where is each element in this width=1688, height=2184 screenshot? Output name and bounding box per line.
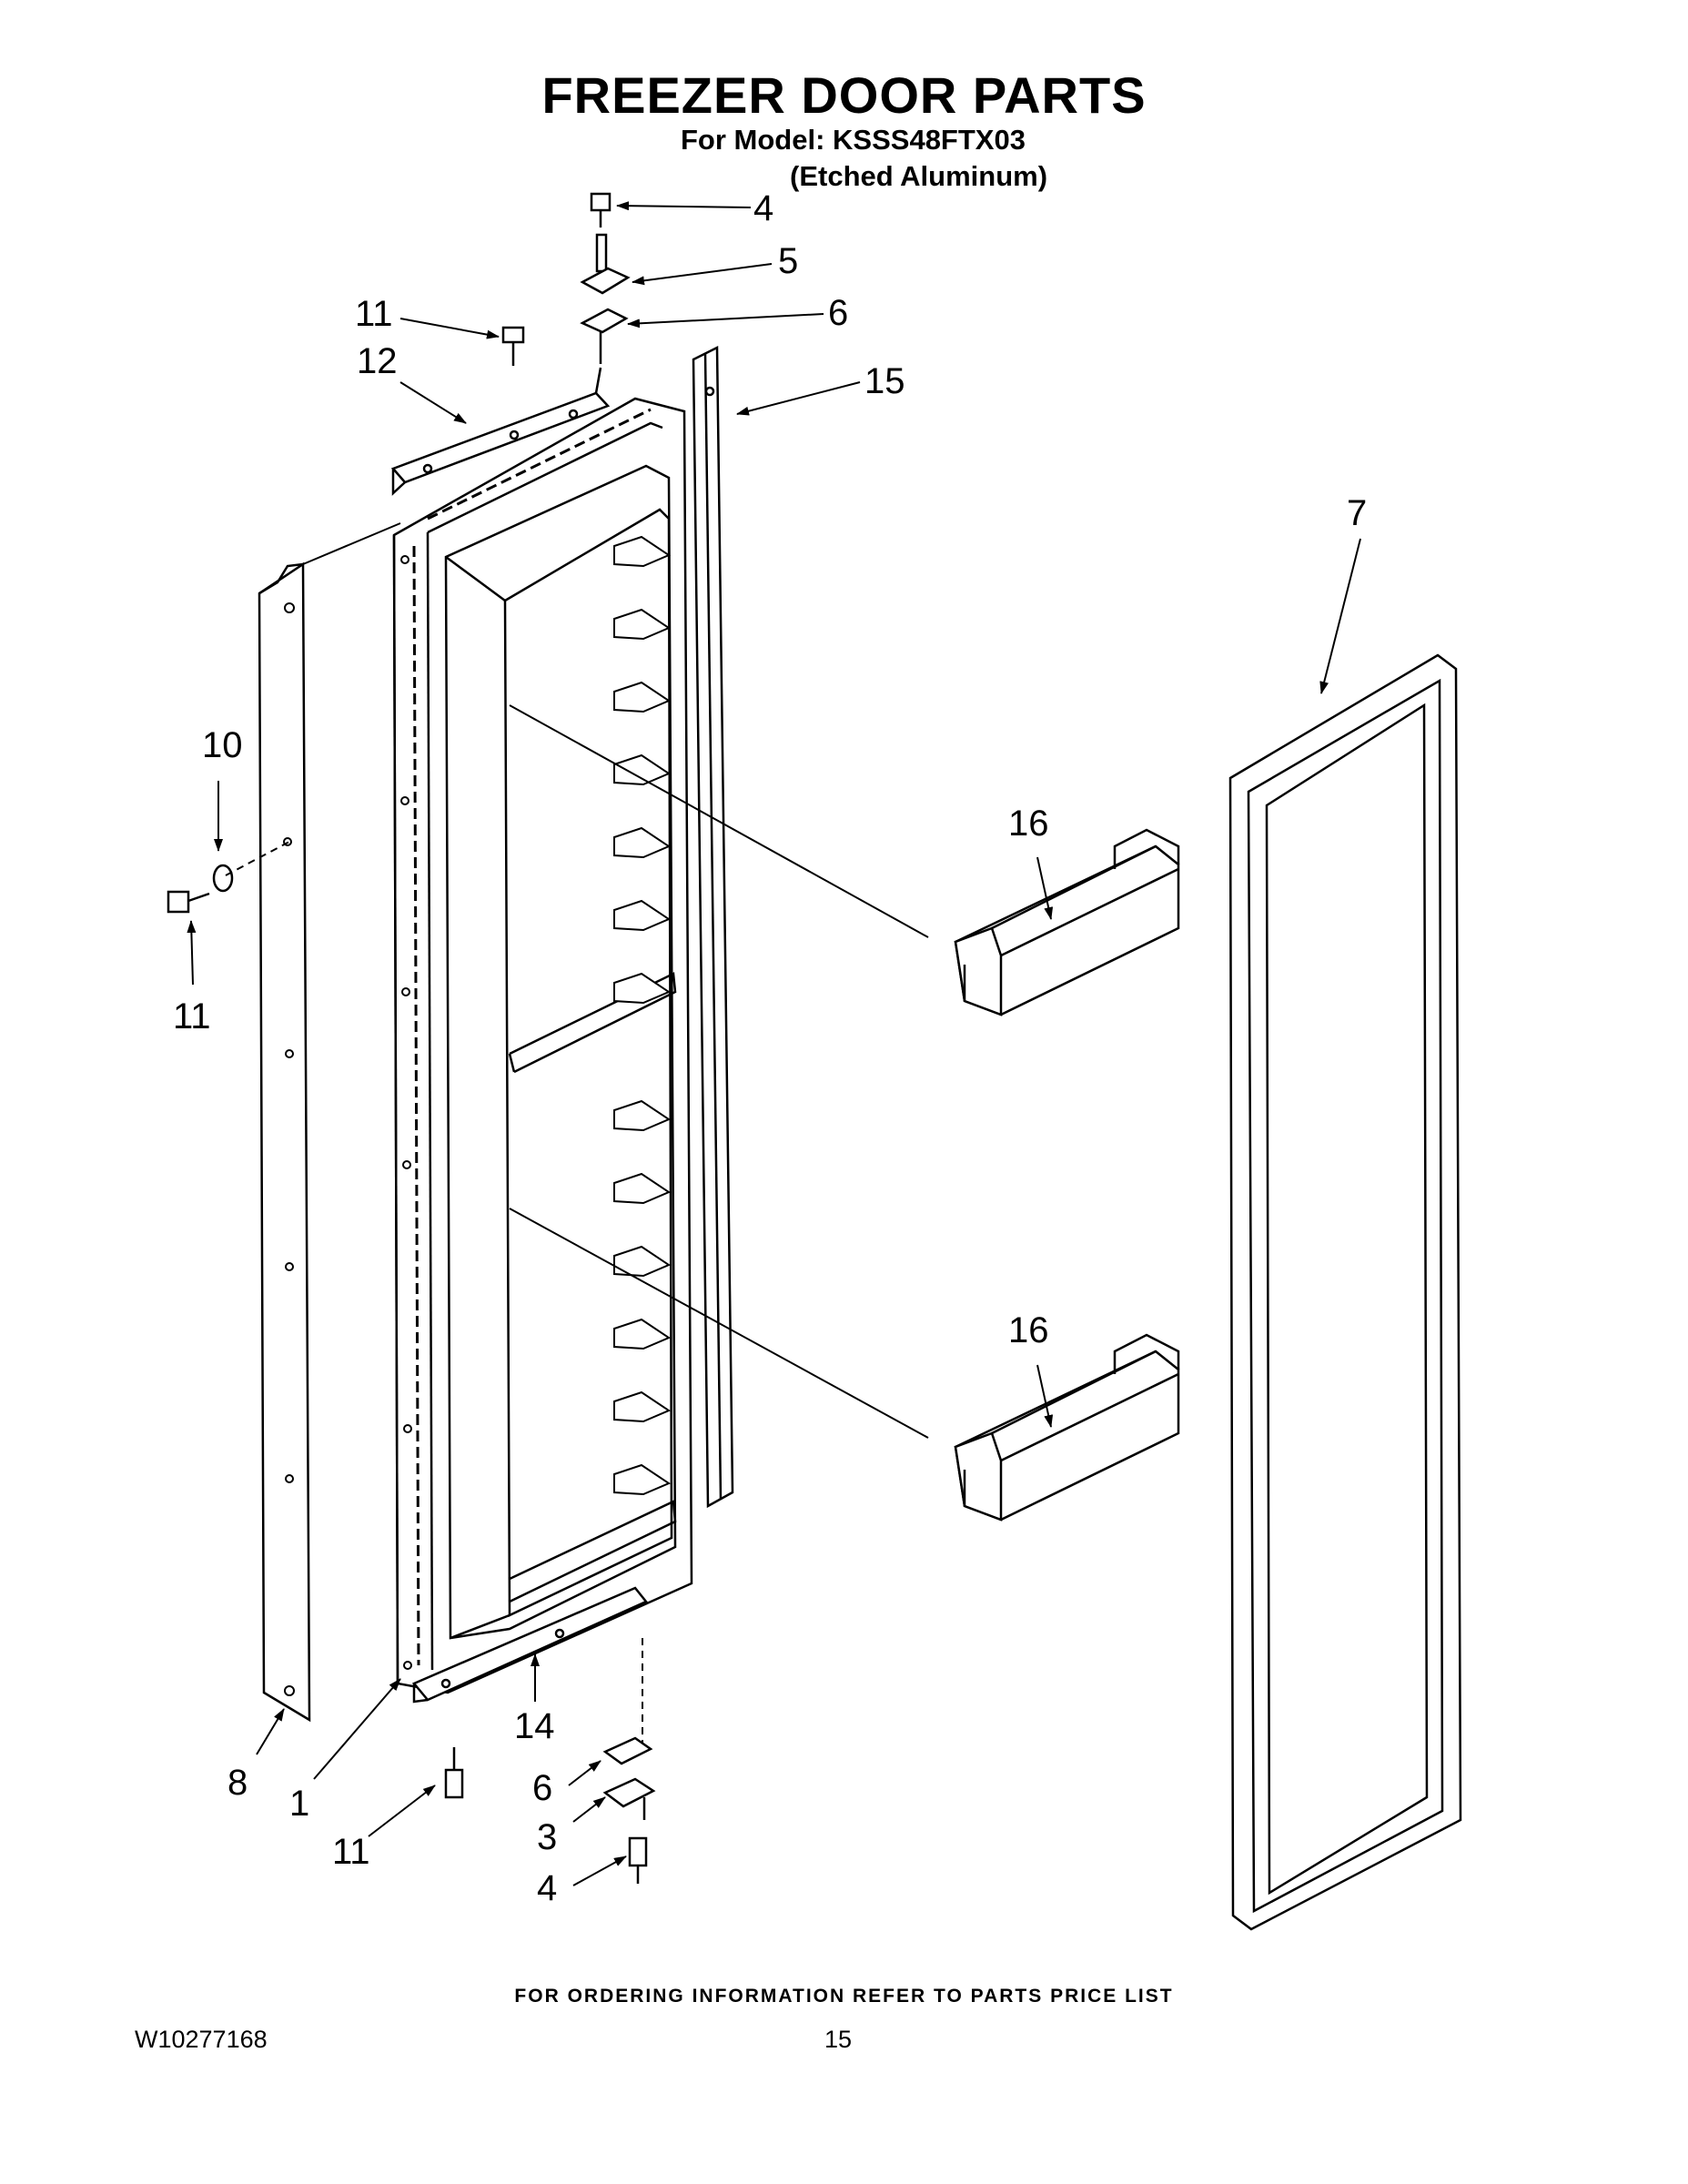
callout-1: 1 [289,1784,309,1824]
callout-15: 15 [864,361,905,401]
callout-12: 12 [357,341,398,381]
callout-11-bottom: 11 [332,1832,370,1872]
part-6-shim-top [580,308,629,364]
part-11-screw-bottom [444,1747,464,1799]
assembly-lines [302,522,929,1743]
callout-4-bottom: 4 [537,1868,557,1908]
page-title: FREEZER DOOR PARTS [541,66,1147,124]
callout-11-top: 11 [355,294,393,334]
model-variant: (Etched Aluminum) [790,160,1048,192]
part-4-screw-top [590,192,612,228]
callout-11-left: 11 [173,996,211,1036]
part-1-door-liner [392,397,693,1694]
part-16-door-bin-top [954,828,1180,1016]
part-7-door-gasket [1228,653,1462,1931]
callout-16-top: 16 [1008,804,1049,844]
part-8-mounting-strip [258,561,311,1723]
part-12-top-bracket [390,367,611,496]
part-5-hinge-pin [580,233,631,295]
part-3-bottom-hinge [602,1777,656,1820]
callout-14: 14 [514,1706,555,1746]
part-11-screw-left [167,890,210,914]
part-4-screw-bottom [628,1836,648,1884]
callout-4-top: 4 [753,188,773,228]
page-number: 15 [824,2026,853,2053]
part-10-washer [212,864,234,893]
callout-10: 10 [202,725,243,765]
ordering-note: FOR ORDERING INFORMATION REFER TO PARTS … [514,1986,1174,2007]
callout-8: 8 [227,1763,248,1803]
callout-7: 7 [1347,493,1367,533]
part-15-trim-strip [692,345,734,1509]
document-number: W10277168 [135,2026,268,2053]
part-14-bottom-bracket [411,1586,648,1704]
callout-5: 5 [778,241,798,281]
part-16-door-bin-bottom [954,1333,1180,1522]
callout-6-top: 6 [828,293,848,333]
callout-3: 3 [537,1817,557,1857]
callout-labels: 4 5 6 11 12 15 7 10 11 16 16 8 1 14 11 6… [173,188,1367,1908]
model-line: For Model: KSSS48FTX03 [681,124,1026,156]
leader-arrows [187,201,1361,1886]
callout-16-bottom: 16 [1008,1310,1049,1350]
part-11-screw-top [501,326,525,366]
part-6-shim-bottom [602,1736,653,1765]
callout-6-bottom: 6 [532,1768,552,1808]
